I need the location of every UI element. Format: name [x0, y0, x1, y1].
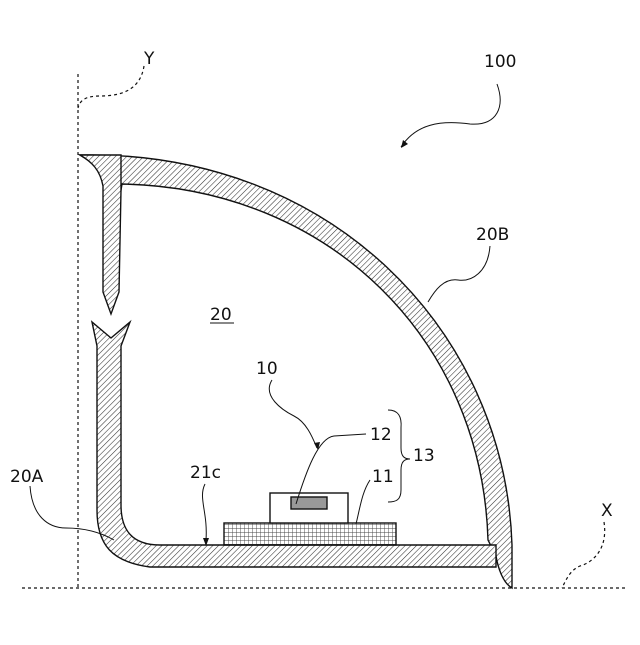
label-20: 20 — [210, 305, 232, 325]
leader-10 — [269, 380, 317, 448]
leader-21c — [202, 484, 206, 540]
arrow-10 — [314, 442, 320, 450]
label-10: 10 — [256, 359, 278, 379]
label-12: 12 — [370, 425, 392, 445]
label-20b: 20B — [476, 225, 509, 245]
arrow-100 — [401, 140, 408, 148]
leader-100 — [401, 84, 500, 147]
leader-20b — [428, 246, 490, 302]
left-wall-upper — [80, 155, 121, 314]
label-11: 11 — [372, 467, 394, 487]
leader-y — [78, 66, 144, 108]
leader-11 — [356, 480, 370, 524]
base-plate-11 — [224, 523, 396, 545]
label-13: 13 — [413, 446, 435, 466]
label-x: X — [601, 501, 613, 521]
brace-13 — [388, 410, 410, 502]
leader-x — [562, 522, 605, 588]
label-100: 100 — [484, 52, 516, 72]
label-20a: 20A — [10, 467, 44, 487]
label-y: Y — [143, 49, 155, 69]
label-21c: 21c — [190, 463, 221, 483]
